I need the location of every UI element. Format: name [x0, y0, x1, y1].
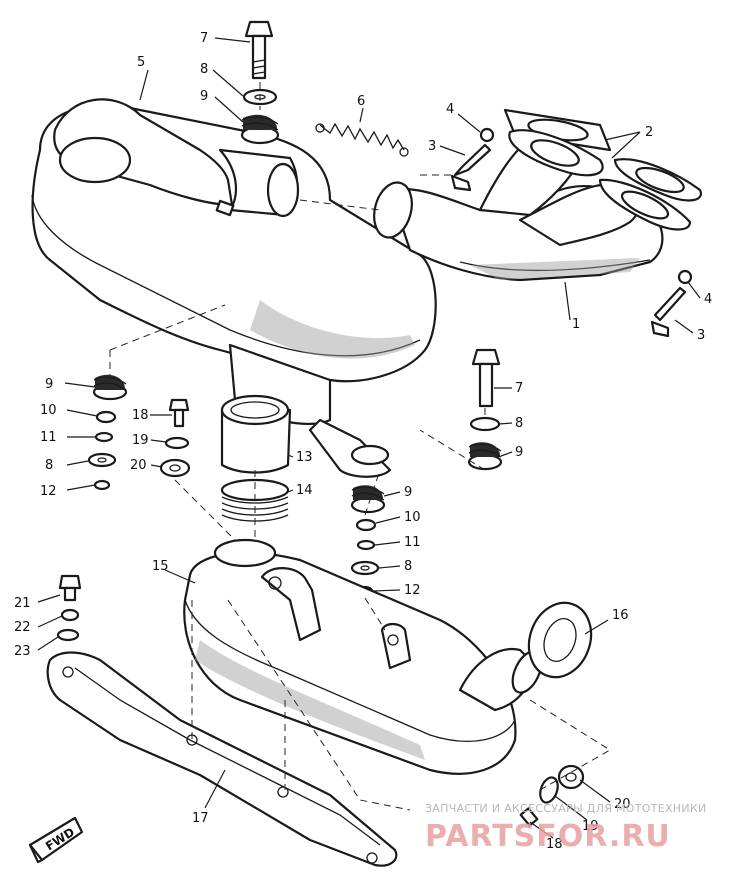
- stud-bolt-top: [450, 143, 492, 192]
- callout-9-left: 9: [45, 377, 53, 392]
- washer-4-top: [479, 127, 495, 143]
- callout-9-right: 9: [515, 445, 523, 460]
- bushing-20-left: [159, 458, 191, 478]
- assembly-guide-lines: [109, 82, 611, 811]
- washer-23: [56, 628, 80, 642]
- washer-11-mid: [356, 539, 376, 551]
- callout-15: 15: [152, 559, 169, 574]
- callout-8-left: 8: [45, 458, 53, 473]
- mounting-bracket: [46, 651, 398, 867]
- callout-20-left: 20: [130, 458, 147, 473]
- callout-9-top: 9: [200, 89, 208, 104]
- callout-16: 16: [612, 608, 629, 623]
- stud-bolt-right: [650, 286, 687, 338]
- callout-10-left: 10: [40, 403, 57, 418]
- callout-19-left: 19: [132, 433, 149, 448]
- callout-7-top: 7: [200, 31, 208, 46]
- callout-3-top: 3: [428, 139, 436, 154]
- watermark-tagline: ЗАПЧАСТИ И АКСЕССУАРЫ ДЛЯ МОТОТЕХНИКИ: [425, 802, 707, 815]
- callout-13: 13: [296, 450, 313, 465]
- exhaust-gaskets: [503, 108, 703, 231]
- forward-direction-marker: FWD: [28, 816, 84, 864]
- spring-9-right: [467, 442, 503, 471]
- tension-spring: [315, 122, 409, 157]
- end-seal: [527, 601, 593, 679]
- callout-5: 5: [137, 55, 145, 70]
- bolt-18-right: [519, 807, 539, 827]
- washer-10-mid: [355, 518, 377, 532]
- callout-6: 6: [357, 94, 365, 109]
- washer-19-right: [539, 776, 559, 804]
- washer-11-left: [94, 431, 114, 443]
- callout-8-right: 8: [515, 416, 523, 431]
- callout-4-right: 4: [704, 292, 712, 307]
- muffler: [183, 538, 543, 775]
- callout-12-left: 12: [40, 484, 57, 499]
- callout-10-mid: 10: [404, 510, 421, 525]
- nut-12-left: [93, 479, 111, 491]
- callout-9-mid: 9: [404, 485, 412, 500]
- callout-22: 22: [14, 620, 31, 635]
- bolt-21: [58, 574, 82, 602]
- watermark: ЗАПЧАСТИ И АКСЕССУАРЫ ДЛЯ МОТОТЕХНИКИ PA…: [425, 802, 707, 854]
- callout-leaders: [37, 37, 701, 839]
- callout-7-right: 7: [515, 381, 523, 396]
- callout-23: 23: [14, 644, 31, 659]
- callout-21: 21: [14, 596, 31, 611]
- bolt-7-right: [471, 348, 501, 408]
- callout-14: 14: [296, 483, 313, 498]
- bushing-20-right: [557, 764, 585, 790]
- callout-18-left: 18: [132, 408, 149, 423]
- spring-9-top: [240, 114, 280, 145]
- washer-4-right: [677, 269, 693, 285]
- callout-18-right: 18: [546, 837, 563, 852]
- washer-19-left: [164, 436, 190, 450]
- connecting-sleeve: [220, 394, 292, 474]
- callout-19-right: 19: [582, 819, 599, 834]
- callout-3-right: 3: [697, 328, 705, 343]
- washer-10-left: [95, 410, 117, 424]
- washer-8-left: [87, 452, 117, 468]
- chamber-inlet-pipe: [53, 98, 300, 218]
- callout-17: 17: [192, 811, 209, 826]
- spring-9-left: [92, 374, 128, 401]
- callout-2: 2: [645, 125, 653, 140]
- callout-11-left: 11: [40, 430, 57, 445]
- callout-1: 1: [572, 317, 580, 332]
- callout-numbers: 7 8 9 5 6 4 3 2 4 3 1 9 10 11 8 12 18 19…: [14, 31, 712, 852]
- callout-12-mid: 12: [404, 583, 421, 598]
- callout-4-top: 4: [446, 102, 454, 117]
- bolt-7-top: [244, 20, 274, 80]
- washer-8-mid: [350, 560, 380, 576]
- washer-8-right: [469, 416, 501, 432]
- callout-8-top: 8: [200, 62, 208, 77]
- exhaust-header-pipe: [373, 127, 664, 282]
- callout-20-right: 20: [614, 797, 631, 812]
- watermark-brand: PARTSFOR.RU: [425, 819, 671, 854]
- washer-22: [60, 608, 80, 622]
- callout-8-mid: 8: [404, 559, 412, 574]
- callout-11-mid: 11: [404, 535, 421, 550]
- bolt-18-left: [168, 398, 190, 428]
- spring-9-mid: [350, 485, 386, 514]
